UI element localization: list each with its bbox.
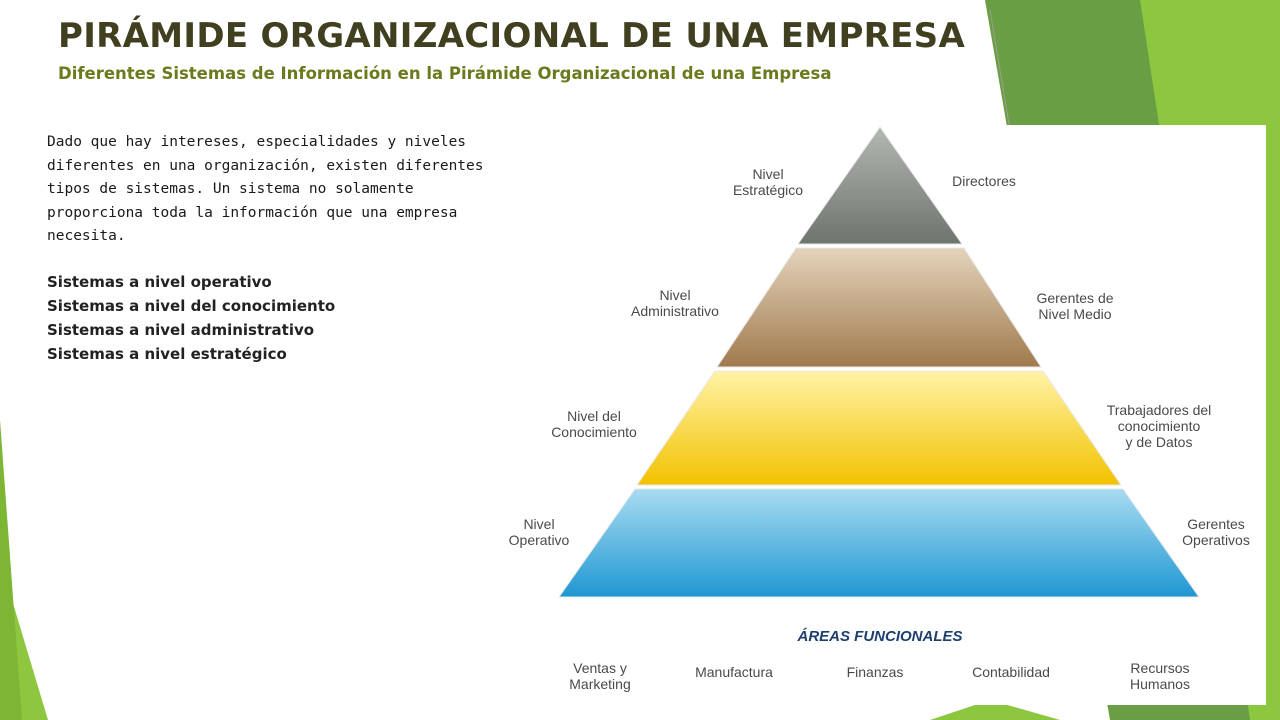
tier-strategic (797, 126, 963, 245)
slide-body: Dado que hay intereses, especialidades y… (47, 131, 487, 366)
systems-list-item: Sistemas a nivel operativo (47, 272, 272, 291)
slide-subtitle: Diferentes Sistemas de Información en la… (58, 64, 832, 83)
area-accounting: Contabilidad (972, 664, 1050, 680)
right-thin-line (989, 9, 1011, 131)
systems-list-item: Sistemas a nivel del conocimiento (47, 296, 336, 315)
intro-line: proporciona toda la información que una … (47, 204, 458, 221)
bottom-green-shape (930, 700, 1060, 720)
intro-line: necesita. (47, 228, 126, 244)
tier-administrative (716, 247, 1042, 368)
systems-list-item: Sistemas a nivel administrativo (47, 320, 315, 339)
intro-line: diferentes en una organización, existen … (47, 157, 484, 174)
intro-paragraph: Dado que hay intereses, especialidades y… (47, 131, 487, 249)
intro-line: Dado que hay intereses, especialidades y… (47, 134, 467, 150)
area-finance: Finanzas (847, 664, 904, 680)
tier-knowledge (636, 370, 1122, 486)
systems-list-item: Sistemas a nivel estratégico (47, 344, 287, 363)
systems-list: Sistemas a nivel operativo Sistemas a ni… (47, 270, 487, 366)
areas-title: ÁREAS FUNCIONALES (796, 628, 962, 645)
role-label-directors: Directores (952, 173, 1016, 189)
tier-operational (558, 488, 1200, 598)
intro-line: tipos de sistemas. Un sistema no solamen… (47, 181, 414, 197)
slide-title: PIRÁMIDE ORGANIZACIONAL DE UNA EMPRESA (58, 16, 966, 56)
left-green-edge (0, 420, 22, 720)
area-manufacturing: Manufactura (695, 664, 773, 680)
